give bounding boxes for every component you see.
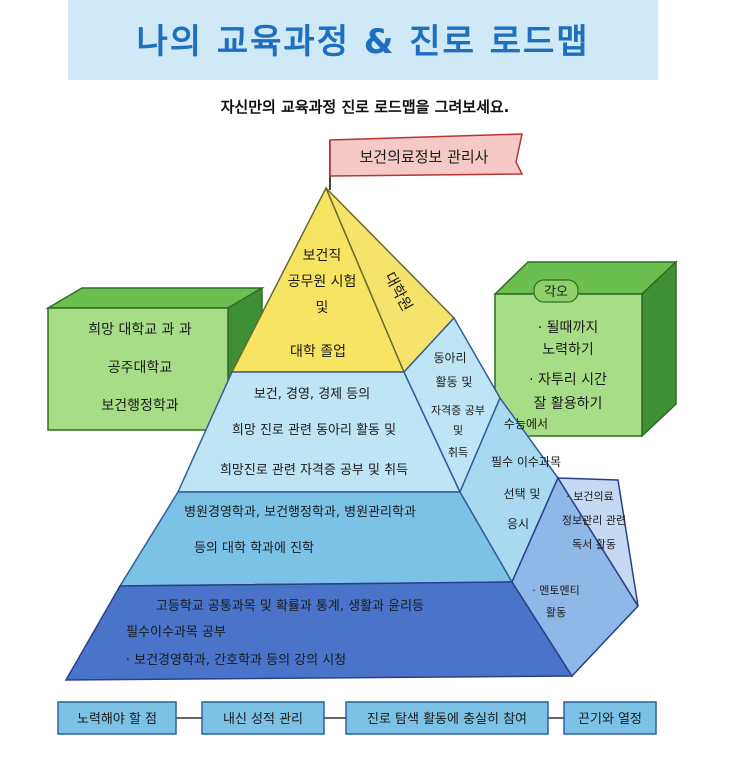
level4-side-a-line: 정보관리 관련: [562, 514, 626, 527]
level4-side-a-line: · 보건의료: [566, 490, 613, 503]
level4-front-line: · 보건경영학과, 간호학과 등의 강의 시청: [126, 653, 346, 668]
apex-front-line: 및: [316, 300, 329, 316]
chain-item: 끈기와 열정: [578, 712, 642, 727]
level3-side-line: 수능에서: [504, 417, 548, 431]
flag-label: 보건의료정보 관리사: [360, 148, 489, 166]
level4-side-b-line: 활동: [546, 605, 566, 619]
right-box-line: · 자투리 시간: [529, 372, 607, 388]
resolution-badge: 각오: [544, 285, 568, 300]
right-box-line: 잘 활용하기: [534, 396, 603, 412]
goal-flag: 보건의료정보 관리사: [329, 133, 524, 190]
level2-side-line: 및: [453, 424, 463, 437]
level3-side-line: 응시: [507, 517, 529, 531]
right-box-line: 노력하기: [542, 342, 594, 358]
right-cube: 각오 · 될때까지 노력하기 · 자투리 시간 잘 활용하기: [493, 260, 678, 438]
chain-item: 진로 탐색 활동에 충실히 참여: [367, 712, 527, 727]
level3-side-line: 선택 및: [504, 487, 541, 501]
right-box-line: · 될때까지: [538, 320, 598, 336]
level2-front-line: 희망 진로 관련 동아리 활동 및: [232, 423, 396, 438]
level2-side-line: 동아리: [433, 351, 466, 365]
page-subtitle: 자신만의 교육과정 진로 로드맵을 그려보세요.: [220, 98, 510, 116]
level4-side-a-line: 독서 활동: [572, 537, 616, 551]
left-box-line: 희망 대학교 과 과: [88, 322, 192, 338]
level3-side-line: 필수 이수과목: [491, 455, 561, 469]
level3-front-line: 등의 대학 학과에 진학: [194, 541, 314, 556]
left-box-line: 공주대학교: [108, 360, 173, 376]
level3-front-line: 병원경영학과, 보건행정학과, 병원관리학과: [184, 504, 416, 520]
level2-side-line: 활동 및: [436, 375, 473, 389]
bottom-chain: 노력해야 할 점 내신 성적 관리 진로 탐색 활동에 충실히 참여 끈기와 열…: [57, 701, 657, 735]
level4-front-line: 고등학교 공통과목 및 확률과 통계, 생활과 윤리등: [156, 599, 424, 614]
title-band: [68, 0, 658, 80]
pyramid: [64, 186, 639, 681]
left-box-line: 보건행정학과: [101, 398, 178, 414]
page-title: 나의 교육과정 & 진로 로드맵: [136, 22, 590, 62]
apex-front-line: 공무원 시험: [288, 274, 357, 290]
level2-front-line: 희망진로 관련 자격증 공부 및 취득: [220, 463, 408, 478]
level2-side-line: 자격증 공부: [431, 404, 485, 417]
level4-side-b-line: · 멘토멘티: [532, 584, 579, 597]
apex-front-line: 대학 졸업: [290, 344, 346, 360]
level2-front-line: 보건, 경영, 경제 등의: [254, 387, 370, 402]
apex-front-line: 보건직: [303, 248, 342, 264]
chain-item: 노력해야 할 점: [77, 712, 157, 727]
level2-side-line: 취득: [448, 446, 468, 459]
chain-item: 내신 성적 관리: [223, 712, 303, 727]
level4-front-line: 필수이수과목 공부: [126, 625, 226, 640]
